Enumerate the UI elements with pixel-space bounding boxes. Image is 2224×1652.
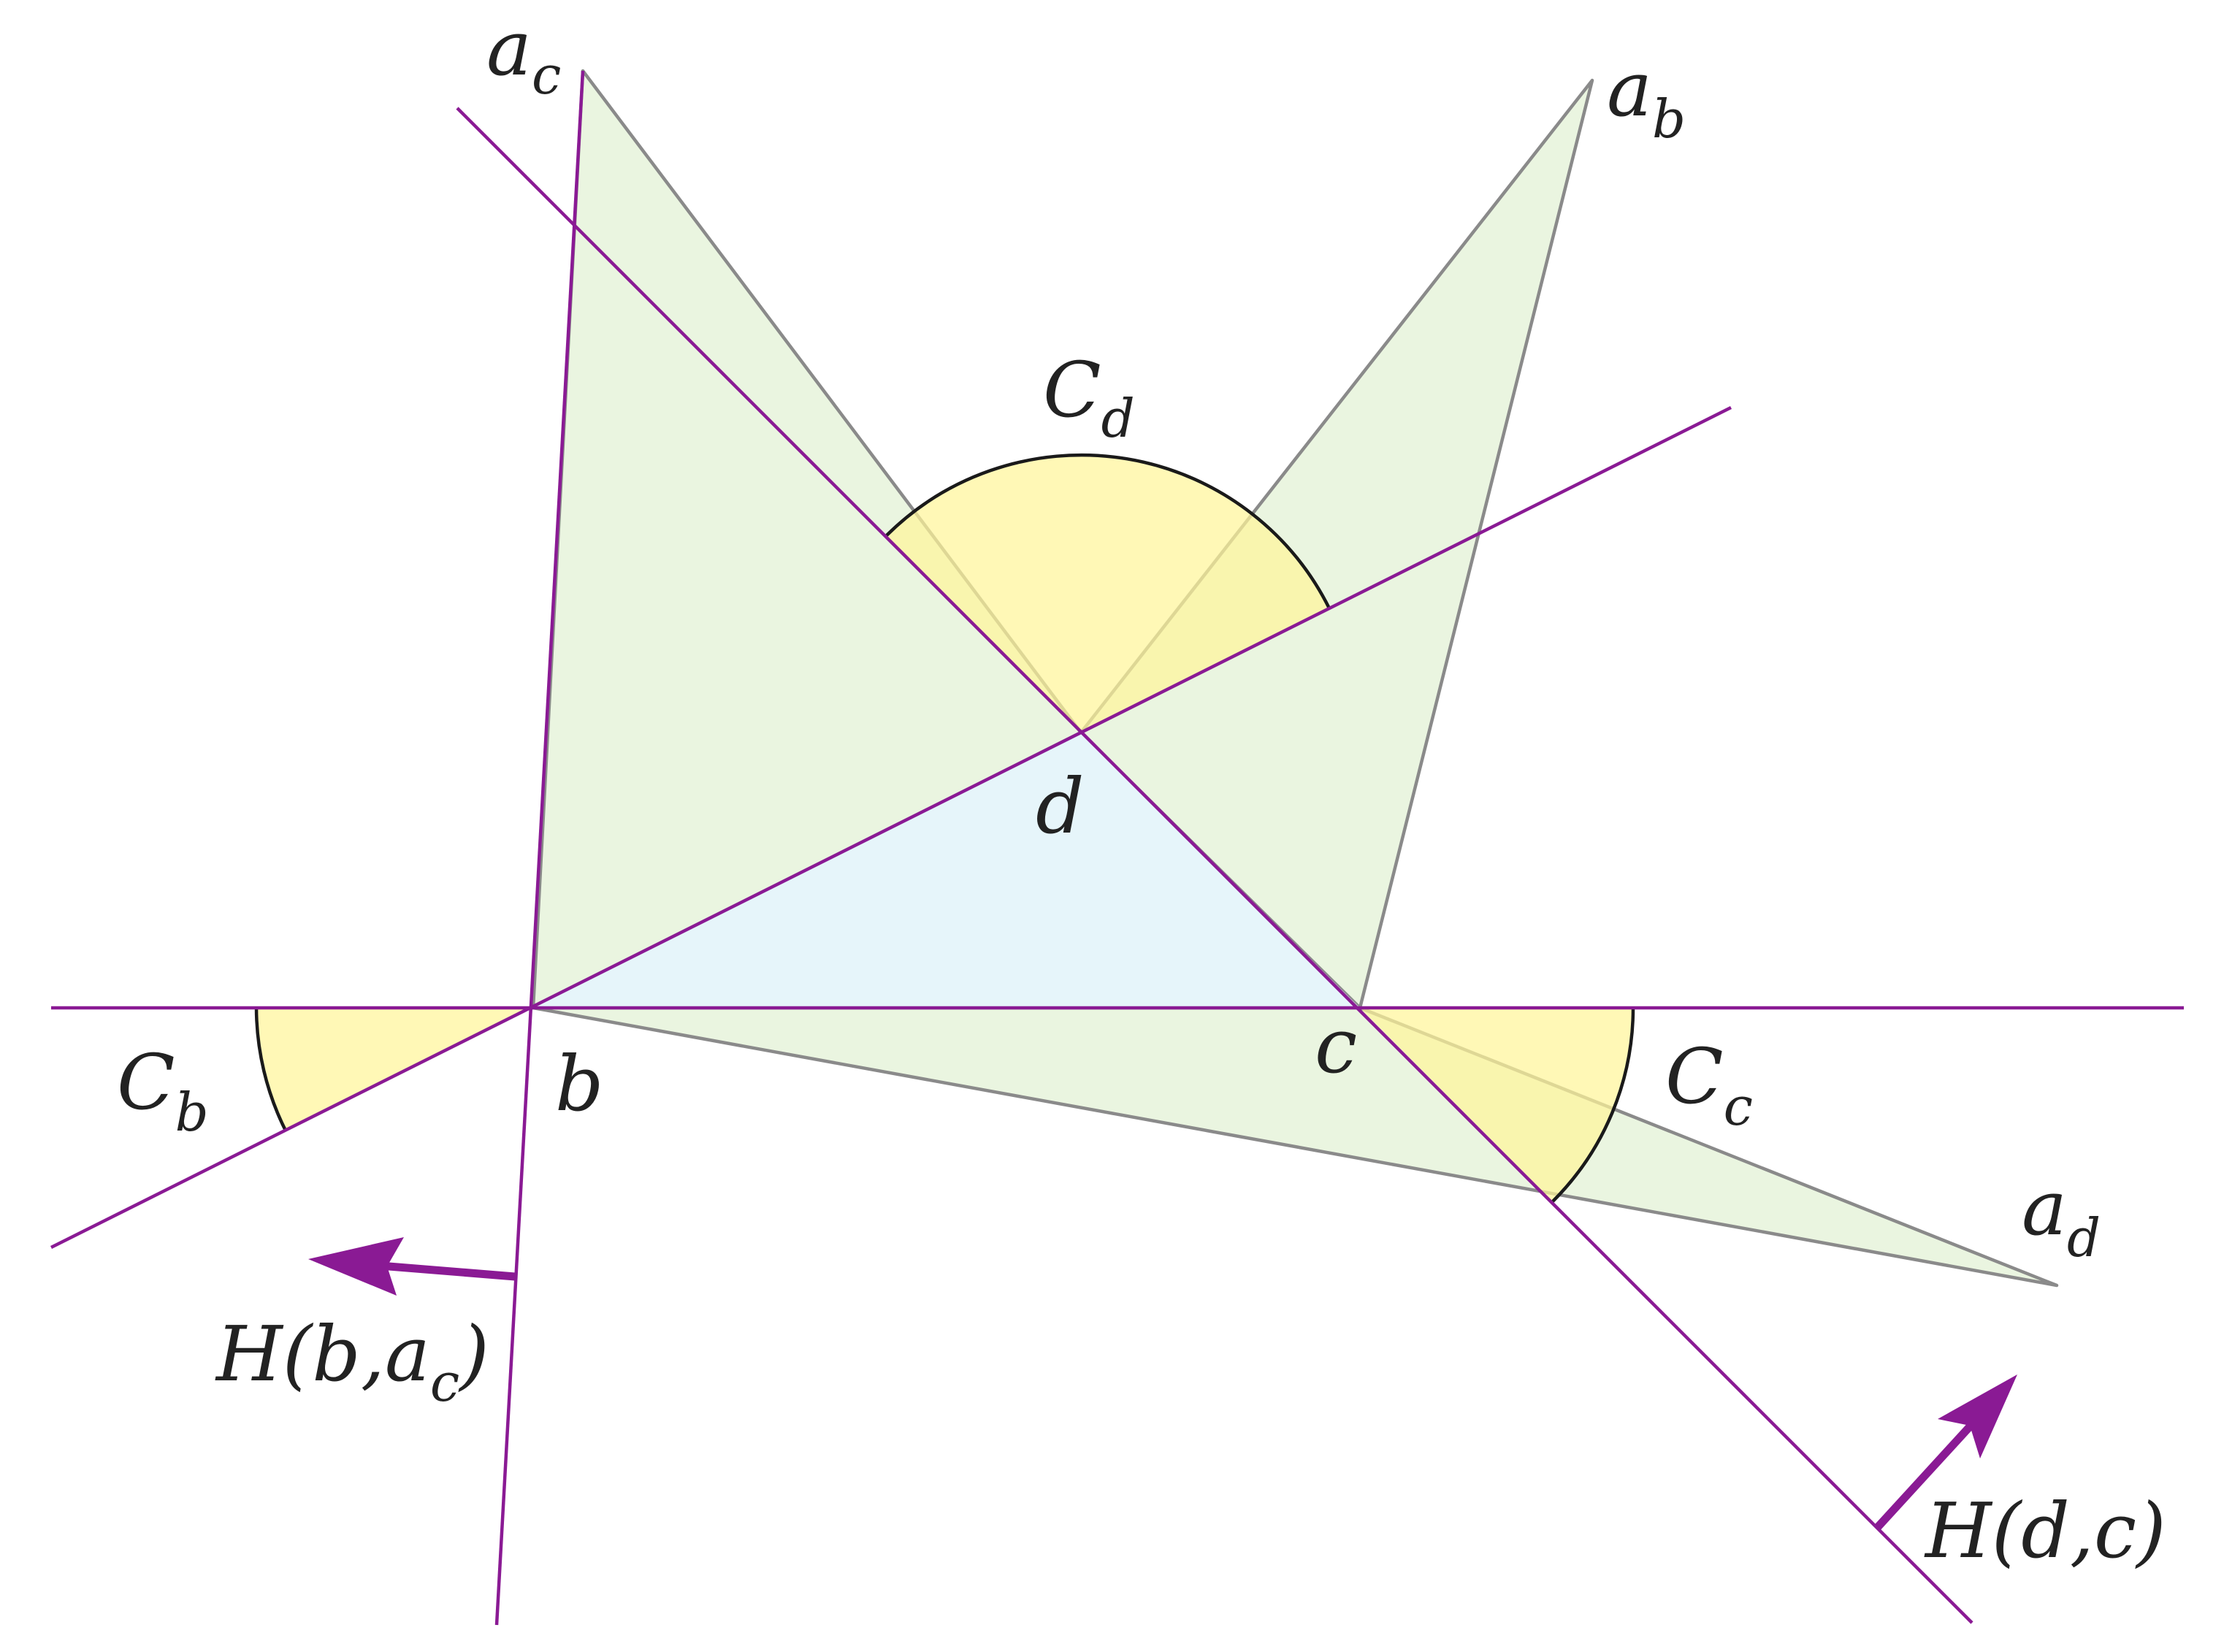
label-c: c (1315, 1001, 1357, 1090)
diagonal-line-dc (456, 107, 1973, 1624)
cone-arc-d (885, 453, 1331, 610)
arrow-head-H-d-c (1938, 1374, 2017, 1458)
label-a-c: ac (486, 4, 561, 106)
label-d: d (1036, 762, 1085, 851)
label-C-c: Cc (1665, 1032, 1753, 1137)
arrow-shaft-H-d-c (1873, 1421, 1976, 1531)
label-H-b-ac: H(b,ac) (215, 1309, 489, 1413)
label-b: b (555, 1039, 604, 1128)
label-a-d: ad (2022, 1163, 2101, 1269)
arrow-head-H-b-ac (308, 1237, 404, 1296)
label-C-b: Cb (117, 1038, 209, 1143)
cone-sector-c (1360, 1008, 1633, 1201)
triangle-bcd (533, 733, 1360, 1008)
label-C-d: Cd (1043, 345, 1135, 449)
label-H-d-c: H(d,c) (1924, 1486, 2166, 1575)
cone-sector-b (256, 1008, 533, 1131)
label-a-b: ab (1607, 45, 1686, 150)
triangle-c-ad-b (531, 1006, 2059, 1288)
line-through-b-d (50, 405, 1732, 1250)
cone-arc-b (254, 1007, 288, 1132)
arrow-shaft-H-b-ac (379, 1261, 516, 1281)
cone-arc-c (1551, 1007, 1635, 1203)
line-through-b-ac (494, 70, 585, 1626)
